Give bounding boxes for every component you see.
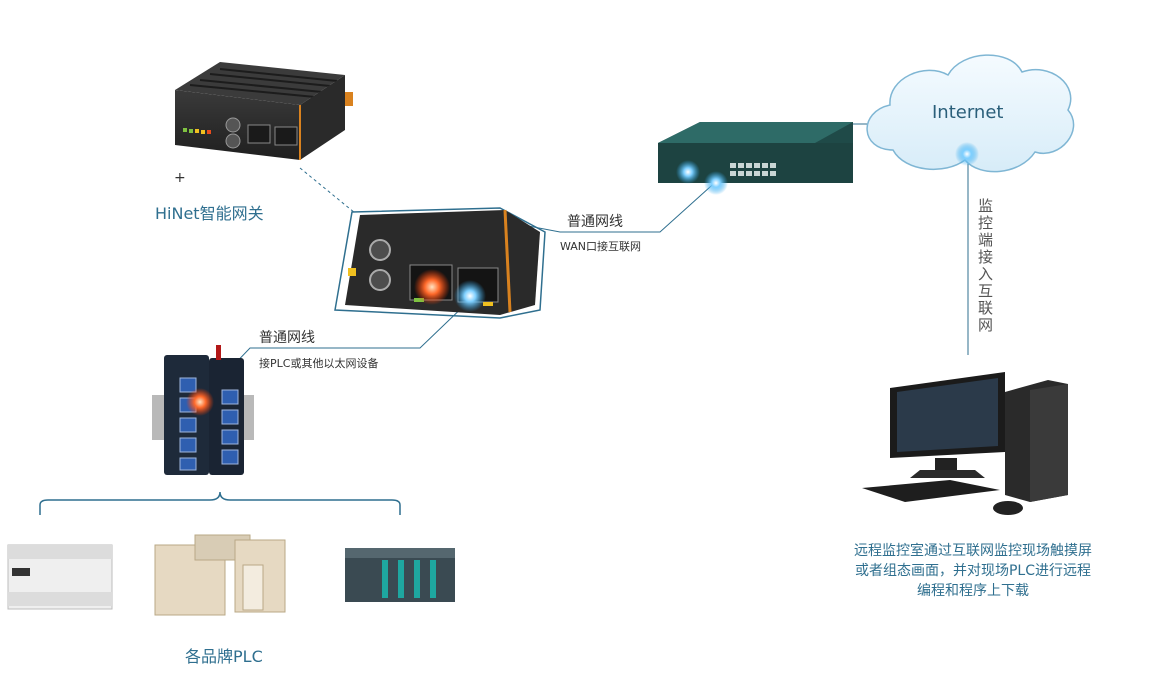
gateway-label: HiNet智能网关 [155,204,264,223]
zoom-outline [334,207,546,319]
plc-siemens-image [345,548,455,602]
monitoring-computer-image [862,372,1068,515]
lan-port-glow [454,280,486,312]
wan-port-glow [414,269,450,305]
crosshair-icon: + [174,170,186,186]
plc-label: 各品牌PLC [185,647,263,666]
cable-top-note: WAN口接互联网 [560,240,642,253]
cable-bottom-title: 普通网线 [259,330,315,346]
monitor-caption-line-2: 或者组态画面，并对现场PLC进行远程 [854,563,1092,579]
gateway-device-image [175,62,353,160]
monitor-caption: 远程监控室通过互联网监控现场触摸屏 或者组态画面，并对现场PLC进行远程 编程和… [823,541,1123,601]
switch-port-glow-1 [676,160,700,184]
industrial-port-glow [186,388,214,416]
vertical-label: 监控端接入互联网 [976,198,994,334]
cloud-port-glow [955,142,979,166]
monitor-caption-line-3: 编程和程序上下载 [917,583,1029,599]
internet-cloud [866,54,1075,173]
cable-top-title: 普通网线 [567,214,623,230]
switch-port-glow-2 [704,171,728,195]
zoom-dashed-line [299,167,356,214]
monitor-caption-line-1: 远程监控室通过互联网监控现场触摸屏 [854,543,1092,559]
cloud-label: Internet [932,102,1004,123]
plc-bracket [39,491,401,515]
plc-mitsubishi-image [7,544,113,610]
plc-omron-image [154,534,286,616]
cable-bottom-note: 接PLC或其他以太网设备 [259,357,379,370]
industrial-switch-image [152,345,254,475]
